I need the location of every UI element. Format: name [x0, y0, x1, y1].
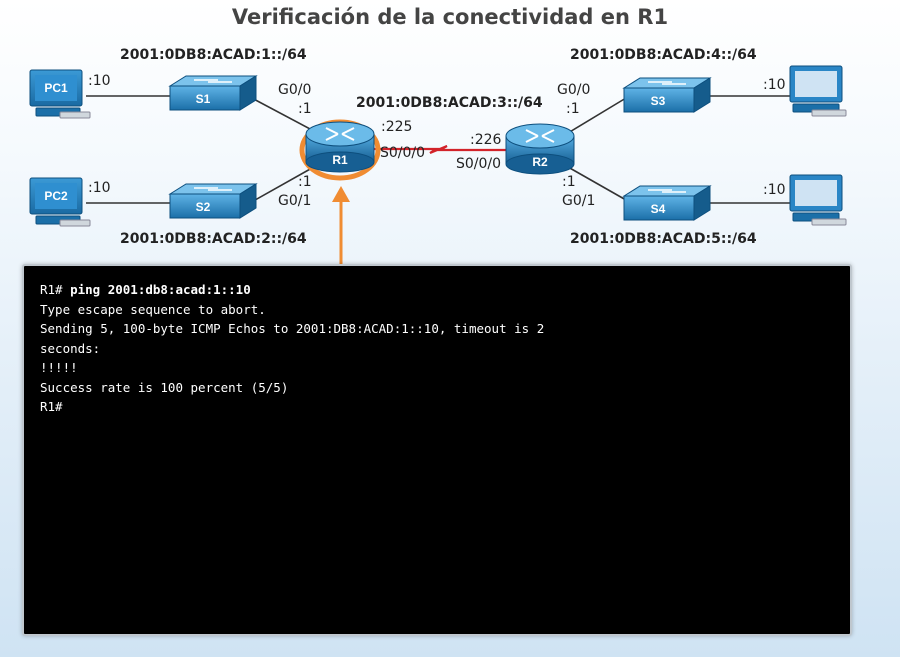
- link-r2-s3: [567, 97, 627, 134]
- serial-link: [370, 144, 508, 155]
- terminal-line: seconds:: [40, 340, 101, 356]
- terminal-line: Sending 5, 100-byte ICMP Echos to 2001:D…: [40, 321, 545, 336]
- r1-g00-label: G0/0: [278, 82, 312, 98]
- terminal-command-line: R1# ping 2001:db8:acad:1::10: [40, 280, 544, 300]
- pc3-host-label: :10: [763, 77, 786, 93]
- device-label-pc1: PC1: [44, 81, 68, 95]
- pc1-icon: [29, 69, 91, 119]
- pc2-icon: [29, 177, 91, 227]
- page-title: Verificación de la conectividad en R1: [231, 5, 669, 29]
- terminal-prompt: R1#: [40, 282, 63, 297]
- terminal-line: !!!!!: [40, 360, 78, 375]
- r1-s000-label: S0/0/0: [380, 145, 426, 161]
- pc4-icon: [789, 174, 847, 226]
- network-label-net5: 2001:0DB8:ACAD:5::/64: [570, 231, 757, 247]
- r1-g01-label: G0/1: [278, 193, 312, 209]
- link-s2-r1: [247, 167, 313, 205]
- terminal-line: Type escape sequence to abort.: [40, 301, 266, 317]
- pc2-host-label: :10: [88, 180, 111, 196]
- device-label-r1: R1: [332, 153, 348, 167]
- pc4-host-label: :10: [763, 182, 786, 198]
- switch-s2-icon: [168, 183, 258, 219]
- terminal-output: R1# ping 2001:db8:acad:1::10 Type escape…: [40, 280, 544, 417]
- r2-g01-label: G0/1: [562, 193, 596, 209]
- switch-s3-icon: [622, 77, 712, 113]
- device-label-pc2: PC2: [44, 189, 68, 203]
- network-label-net2: 2001:0DB8:ACAD:2::/64: [120, 231, 307, 247]
- device-label-s1: S1: [196, 92, 211, 106]
- link-s1-r1: [247, 95, 313, 131]
- router-r1-icon: [299, 119, 381, 181]
- device-label-r2: R2: [532, 155, 548, 169]
- r1-g00-addr-label: :1: [298, 101, 312, 117]
- r1-s000-addr-label: :225: [381, 119, 413, 135]
- r2-s000-label: S0/0/0: [456, 156, 502, 172]
- r2-g00-label: G0/0: [557, 82, 591, 98]
- network-label-net1: 2001:0DB8:ACAD:1::/64: [120, 47, 307, 63]
- cli-terminal[interactable]: R1# ping 2001:db8:acad:1::10 Type escape…: [22, 264, 852, 636]
- r1-g01-addr-label: :1: [298, 174, 312, 190]
- pc1-host-label: :10: [88, 73, 111, 89]
- terminal-line: Success rate is 100 percent (5/5): [40, 379, 289, 395]
- switch-s1-icon: [168, 75, 258, 111]
- network-topology: PC1 PC2 S1 S2 S3 S4 R1 R2: [29, 65, 847, 264]
- network-label-net4: 2001:0DB8:ACAD:4::/64: [570, 47, 757, 63]
- device-label-s4: S4: [651, 202, 666, 216]
- r2-s000-addr-label: :226: [470, 132, 502, 148]
- r2-g01-addr-label: :1: [562, 174, 576, 190]
- pc3-icon: [789, 65, 847, 117]
- link-r2-s4: [567, 166, 627, 201]
- r2-g00-addr-label: :1: [566, 101, 580, 117]
- switch-s4-icon: [622, 185, 712, 221]
- terminal-line: R1#: [40, 399, 63, 414]
- router-r2-icon: [505, 123, 575, 175]
- device-label-s2: S2: [196, 200, 211, 214]
- terminal-command: ping 2001:db8:acad:1::10: [62, 282, 251, 297]
- highlight-arrow-icon: [332, 186, 350, 264]
- links: [86, 95, 795, 205]
- device-label-s3: S3: [651, 94, 666, 108]
- network-label-net3: 2001:0DB8:ACAD:3::/64: [356, 95, 543, 111]
